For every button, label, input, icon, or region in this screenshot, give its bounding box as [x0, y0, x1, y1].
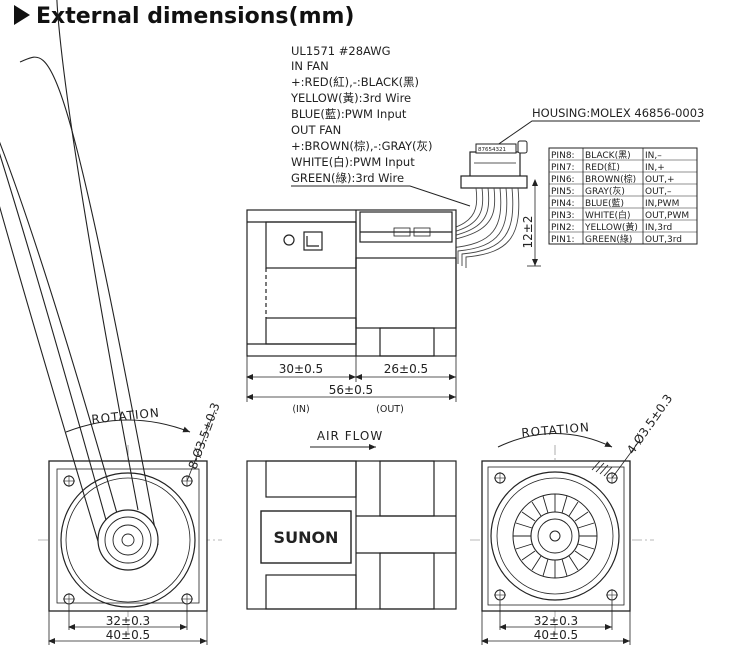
rotation-arrow-right-icon	[497, 433, 613, 448]
pin-row-2-color: YELLOW(黃)	[584, 221, 638, 233]
pin-row-8-function: IN,–	[645, 151, 662, 161]
right-hole-leader	[611, 439, 641, 479]
pin-row-3-color: WHITE(白)	[585, 209, 631, 221]
out-side-tag: (OUT)	[376, 404, 404, 415]
housing-label: HOUSING:MOLEX 46856-0003	[532, 106, 704, 120]
total-depth-label: 56±0.5	[329, 383, 373, 397]
rotation-label-right: ROTATION	[521, 420, 591, 440]
wire-note-line-8: WHITE(白):PWM Input	[291, 155, 415, 169]
depth-dimensions	[246, 356, 457, 402]
in-depth-label: 30±0.5	[279, 362, 323, 376]
pin-row-6-function: OUT,+	[645, 175, 675, 185]
connector-pin-numbers: 87654321	[478, 147, 506, 153]
pin-table: PIN8: BLACK(黑) IN,– PIN7: RED(紅) IN,+ PI…	[548, 147, 698, 245]
wire-note-line-4: YELLOW(黃):3rd Wire	[290, 91, 411, 105]
triangle-bullet-icon	[14, 5, 30, 25]
notes-leader-line	[291, 185, 471, 207]
pin-row-4-pin: PIN4:	[551, 199, 575, 209]
wire-note-line-6: OUT FAN	[291, 123, 341, 137]
pin-row-6-pin: PIN6:	[551, 175, 575, 185]
pin-row-4-color: BLUE(藍)	[585, 197, 624, 209]
inlet-frame-width: 40±0.5	[106, 628, 150, 642]
pin-row-5-function: OUT,–	[645, 187, 672, 197]
fan-side-view	[246, 460, 457, 610]
pin-row-7-function: IN,+	[645, 163, 665, 173]
pin-row-3-function: OUT,PWM	[645, 211, 689, 221]
pin-row-8-color: BLACK(黑)	[585, 150, 631, 161]
outlet-frame-width: 40±0.5	[534, 628, 578, 642]
wire-note-line-1: UL1571 #28AWG	[291, 44, 391, 58]
housing-leader-line	[489, 120, 700, 151]
pin-row-5-pin: PIN5:	[551, 187, 575, 197]
pin-row-7-color: RED(紅)	[585, 162, 620, 173]
lead-length-label: 12±2	[521, 216, 535, 249]
wire-note-line-2: IN FAN	[291, 59, 329, 73]
rotation-arrow-left-icon	[65, 419, 191, 433]
outlet-dimensions	[481, 601, 631, 645]
right-hole-spec: 4-Ø3.5±0.3	[624, 392, 675, 457]
pin-row-1-pin: PIN1:	[551, 235, 575, 245]
inlet-hole-spacing: 32±0.3	[106, 614, 150, 628]
pin-row-2-pin: PIN2:	[551, 223, 575, 233]
airflow-label: AIR FLOW	[317, 429, 383, 443]
wire-notes: UL1571 #28AWG IN FAN +:RED(紅),-:BLACK(黑)…	[290, 44, 432, 185]
wire-note-line-3: +:RED(紅),-:BLACK(黑)	[291, 75, 419, 89]
pin-row-3-pin: PIN3:	[551, 211, 575, 221]
inlet-dimensions	[48, 605, 208, 645]
wire-note-line-9: GREEN(綠):3rd Wire	[291, 171, 404, 185]
in-side-tag: (IN)	[292, 404, 309, 415]
outlet-hole-spacing: 32±0.3	[534, 614, 578, 628]
pin-row-1-color: GREEN(綠)	[585, 233, 632, 245]
rotation-label-left: ROTATION	[91, 405, 161, 426]
fan-outlet-view	[470, 445, 654, 635]
pin-row-5-color: GRAY(灰)	[585, 185, 625, 197]
wire-note-line-5: BLUE(藍):PWM Input	[291, 107, 407, 121]
pin-row-7-pin: PIN7:	[551, 163, 575, 173]
fan-top-side-view	[246, 209, 457, 357]
wire-note-line-7: +:BROWN(棕),-:GRAY(灰)	[291, 139, 432, 153]
molex-connector: 87654321	[460, 140, 528, 189]
pin-row-4-function: IN,PWM	[645, 199, 679, 209]
sunon-brand-label: SUNON	[274, 528, 339, 547]
left-hole-leader	[186, 409, 216, 482]
page-title: External dimensions(mm)	[14, 4, 354, 29]
fan-inlet-view	[0, 0, 222, 635]
pin-row-2-function: IN,3rd	[645, 223, 672, 233]
out-depth-label: 26±0.5	[384, 362, 428, 376]
page-title-text: External dimensions(mm)	[36, 4, 355, 29]
pin-row-6-color: BROWN(棕)	[585, 173, 636, 185]
pin-row-8-pin: PIN8:	[551, 151, 575, 161]
pin-row-1-function: OUT,3rd	[645, 235, 682, 245]
